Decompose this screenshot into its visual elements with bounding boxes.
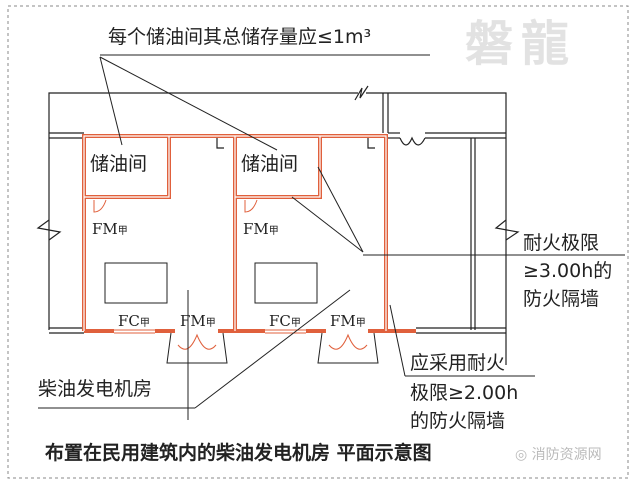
fire-window-label: FC甲 — [269, 312, 301, 330]
generator-left — [104, 262, 168, 304]
leader-lines — [38, 54, 625, 420]
fire-door-label: FM甲 — [330, 312, 366, 330]
diagram-caption: 布置在民用建筑内的柴油发电机房 平面示意图 — [45, 442, 432, 464]
doors-and-windows — [93, 199, 368, 350]
genset-room-label: 柴油发电机房 — [38, 378, 153, 400]
right-note-line3: 防火隔墙 — [523, 288, 600, 310]
generator-right — [254, 262, 318, 304]
lower-note-line3: 的防火隔墙 — [410, 410, 506, 432]
lower-note-line2: 极限≥2.00h — [410, 382, 519, 404]
right-note-line1: 耐火极限 — [523, 232, 600, 254]
building-outline — [36, 85, 520, 365]
storage-room-left: 储油间 — [90, 153, 148, 175]
vestibules — [104, 262, 379, 364]
fire-window-label: FC甲 — [118, 312, 150, 330]
fire-door-label: FM甲 — [180, 312, 216, 330]
right-note-line2: ≥3.00h的 — [523, 260, 613, 282]
storage-capacity-note: 每个储油间其总储存量应≤1m³ — [108, 26, 372, 48]
storage-room-right: 储油间 — [241, 153, 299, 175]
watermark-logo: 磐龍 — [465, 16, 578, 72]
fire-door-label: FM甲 — [243, 220, 279, 238]
source-badge: ◎ 消防资源网 — [515, 447, 602, 463]
fire-door-label: FM甲 — [92, 220, 128, 238]
wechat-icon: ◎ — [515, 447, 532, 463]
lower-note-line1: 应采用耐火 — [410, 352, 506, 374]
